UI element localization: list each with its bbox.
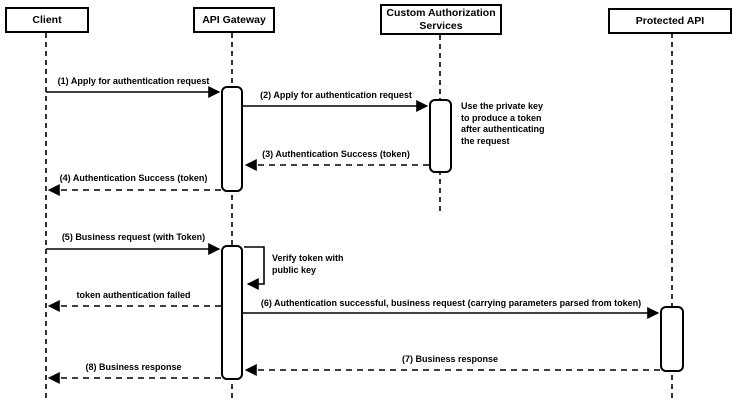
message-3-label[interactable]: (3) Authentication Success (token): [262, 149, 410, 159]
actor-api-gateway[interactable]: API Gateway: [193, 7, 275, 33]
message-2-label[interactable]: (2) Apply for authentication request: [260, 90, 412, 100]
message-5-label[interactable]: (5) Business request (with Token): [61, 232, 206, 242]
actor-protected-api[interactable]: Protected API: [608, 8, 732, 34]
activation-protected-api[interactable]: [660, 306, 684, 372]
message-1-label[interactable]: (1) Apply for authentication request: [57, 76, 210, 86]
message-8-label[interactable]: (8) Business response: [85, 362, 182, 372]
actor-client-label: Client: [32, 13, 62, 26]
message-token-failed-label[interactable]: token authentication failed: [76, 290, 191, 300]
message-4-label[interactable]: (4) Authentication Success (token): [59, 173, 208, 183]
self-message-verify-token-arrow[interactable]: [244, 246, 265, 290]
actor-client[interactable]: Client: [5, 7, 89, 33]
actor-custom-authorization-services[interactable]: Custom Authorization Services: [380, 4, 502, 35]
note-private-key: Use the private key to produce a token a…: [461, 101, 545, 147]
message-7-label[interactable]: (7) Business response: [401, 354, 499, 364]
activation-api-gateway-1[interactable]: [221, 86, 243, 192]
activation-custom-authorization-services[interactable]: [429, 99, 452, 173]
actor-protected-api-label: Protected API: [635, 14, 705, 27]
actor-custom-authorization-services-label: Custom Authorization Services: [386, 7, 496, 32]
actor-api-gateway-label: API Gateway: [202, 13, 266, 26]
self-message-verify-token-label[interactable]: Verify token with public key: [272, 253, 344, 275]
activation-api-gateway-2[interactable]: [221, 245, 243, 380]
message-6-label[interactable]: (6) Authentication successful, business …: [260, 298, 642, 308]
